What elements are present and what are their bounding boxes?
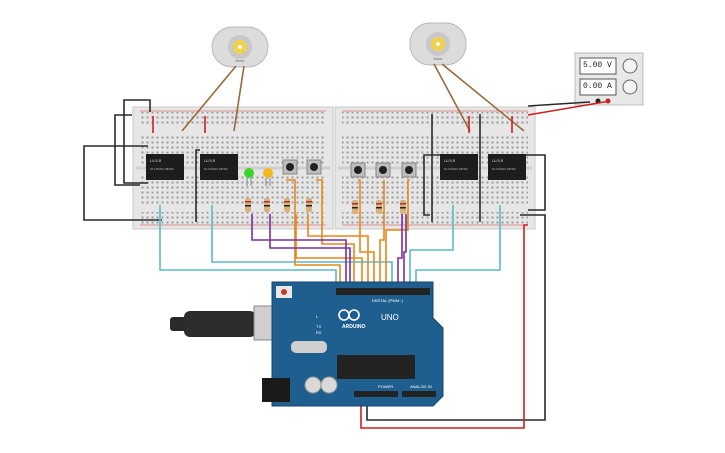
breadboard-right[interactable] — [334, 106, 536, 230]
analog-header-label: ANALOG IN — [410, 384, 432, 389]
relay-3[interactable]: LU-5-R 5A 125VAC 28VDC — [440, 154, 478, 180]
relay-spec: 5A 125VAC 28VDC — [444, 167, 468, 171]
brand-label: ARDUINO — [342, 324, 365, 330]
led-green[interactable] — [244, 168, 254, 186]
psu-voltage-readout: 5.00 V — [583, 61, 612, 70]
tx-label: TX — [316, 324, 321, 329]
relay-label: LU-5-R — [150, 159, 162, 163]
push-button-2[interactable] — [306, 159, 322, 175]
resistor — [284, 198, 290, 212]
relay-1[interactable]: LU-5-R 5A 125VAC 28VDC — [146, 154, 184, 180]
psu-current-readout: 0.00 A — [583, 82, 612, 91]
relay-label: LU-5-R — [444, 159, 456, 163]
digital-header[interactable] — [336, 288, 430, 295]
resistor — [306, 198, 312, 212]
resistor — [264, 198, 270, 212]
l-led-label: L — [316, 314, 319, 319]
relay-4[interactable]: LU-5-R 5A 125VAC 28VDC — [488, 154, 526, 180]
relay-label: LU-5-R — [492, 159, 504, 163]
power-jack[interactable] — [262, 378, 290, 402]
resistor — [245, 198, 251, 212]
orange-wires — [286, 179, 410, 288]
resistors[interactable] — [245, 198, 406, 214]
dc-motor-1[interactable]: Motor — [211, 26, 269, 68]
red-wires — [152, 100, 611, 429]
dc-motor-2[interactable]: Motor — [409, 22, 467, 66]
arduino-logo-icon — [338, 309, 360, 321]
power-supply[interactable] — [574, 52, 644, 106]
resistor — [376, 200, 382, 214]
resistor — [400, 200, 406, 214]
motor-label: Motor — [434, 57, 444, 61]
push-button-3[interactable] — [350, 162, 366, 178]
relay-spec: 5A 125VAC 28VDC — [150, 167, 174, 171]
black-wires — [83, 99, 591, 421]
rx-label: RX — [316, 330, 322, 335]
motor-label: Motor — [236, 59, 246, 63]
arduino-uno[interactable]: DIGITAL (PWM~) L TX RX ARDUINO UNO POWER… — [262, 281, 444, 407]
relay-2[interactable]: LU-5-R 5A 125VAC 28VDC — [200, 154, 238, 180]
purple-wires — [251, 214, 407, 288]
relay-spec: 5A 125VAC 28VDC — [492, 167, 516, 171]
digital-header-label: DIGITAL (PWM~) — [372, 298, 404, 303]
push-button-5[interactable] — [401, 162, 417, 178]
led-yellow[interactable] — [263, 168, 273, 186]
atmega-chip — [337, 355, 415, 379]
motor-leads — [181, 63, 525, 132]
push-button-4[interactable] — [375, 162, 391, 178]
relay-label: LU-5-R — [204, 159, 216, 163]
power-header-label: POWER — [378, 384, 393, 389]
model-label: UNO — [381, 313, 399, 322]
cyan-wires — [159, 205, 501, 290]
resistor — [352, 200, 358, 214]
usb-cable[interactable] — [170, 305, 289, 341]
push-button-1[interactable] — [282, 159, 298, 175]
relay-spec: 5A 125VAC 28VDC — [204, 167, 228, 171]
power-header[interactable] — [354, 391, 398, 397]
analog-header[interactable] — [402, 391, 436, 397]
